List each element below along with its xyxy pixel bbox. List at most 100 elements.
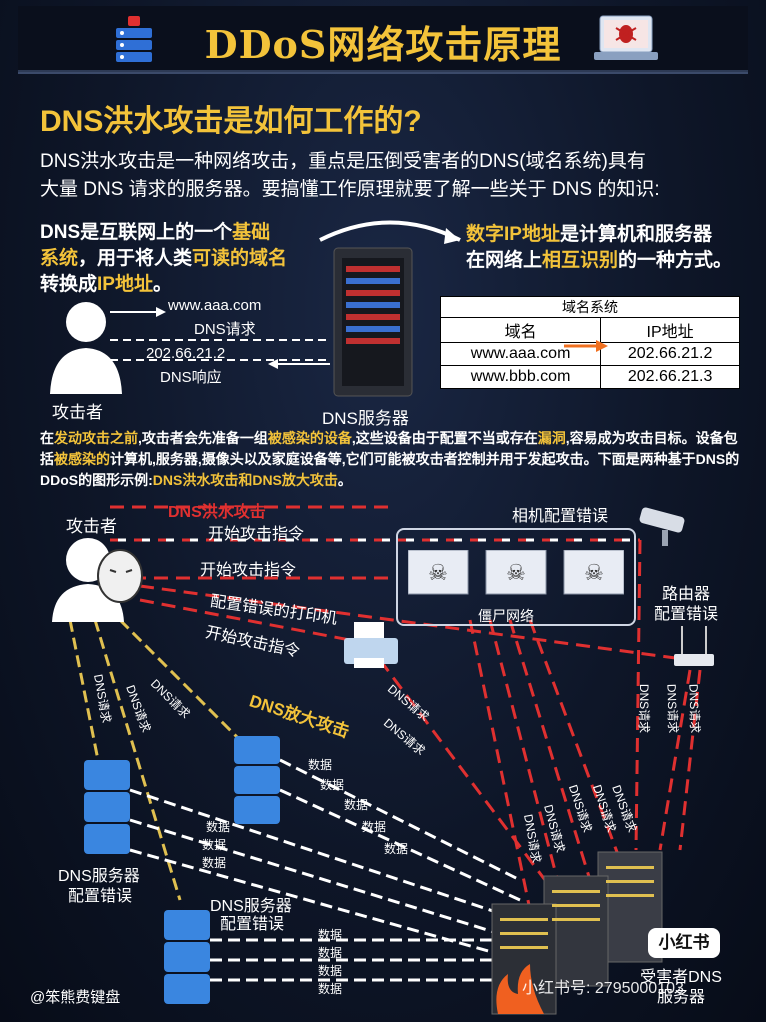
ip-highlight: 相互识别: [542, 250, 619, 271]
attacker-user-icon: [50, 302, 122, 394]
curved-arrow-icon: [319, 220, 461, 244]
account-watermark: 小红书号: 2795000103: [522, 980, 684, 997]
response-label: DNS响应: [160, 369, 222, 386]
def-highlight: 系统: [40, 248, 79, 269]
para-highlight: DNS洪水攻击和DNS放大攻击: [152, 472, 338, 488]
page-title: DDoS网络攻击原理: [204, 22, 562, 67]
request-label: DNS请求: [194, 321, 256, 338]
para-text: ,这些设备由于配置不当或存在: [351, 430, 538, 446]
dns-definition: DNS是互联网上的一个基础 系统，用于将人类可读的域名 转换成IP地址。: [40, 220, 320, 298]
para-text: 在: [40, 430, 54, 446]
infected-computers-icon: ☠ ☠ ☠: [408, 550, 624, 595]
ip-text: 是计算机和服务器: [559, 224, 712, 245]
router-label-2: 配置错误: [654, 606, 719, 623]
dns-request-label: DNS请求: [664, 683, 681, 734]
data-label: 数据: [318, 964, 343, 978]
intro-text: DNS洪水攻击是一种网络攻击，重点是压倒受害者的DNS(域名系统)具有 大量 D…: [40, 148, 730, 204]
attacker-label: 攻击者: [52, 403, 103, 422]
para-highlight: 被感染的: [54, 451, 110, 467]
para-highlight: 漏洞: [537, 430, 566, 446]
security-camera-icon: [639, 507, 685, 546]
botnet-box: ☠ ☠ ☠ 僵尸网络: [396, 528, 636, 626]
ip-definition: 数字IP地址是计算机和服务器 在网络上相互识别的一种方式。: [466, 222, 756, 274]
dns-server-cube-icon: [234, 736, 280, 824]
ip-text: 的一种方式。: [618, 250, 733, 271]
svg-text:☠: ☠: [506, 560, 526, 585]
camera-label: 相机配置错误: [512, 508, 609, 525]
server-stack-icon: [116, 16, 152, 62]
response-ip: 202.66.21.2: [146, 345, 226, 362]
data-label: 数据: [202, 856, 227, 870]
header-bar: DDoS网络攻击原理: [18, 6, 748, 72]
dns-request-label: DNS请求: [686, 683, 703, 734]
dns-server-label-2: 配置错误: [68, 888, 133, 905]
data-label: 数据: [384, 842, 409, 856]
router-icon: [674, 626, 714, 666]
para-text: ,容易成为攻击目标。设备包括: [40, 430, 738, 467]
laptop-bug-icon: [594, 15, 658, 60]
domain-cell: www.bbb.com: [439, 365, 602, 389]
def-text: 。: [152, 274, 172, 295]
botnet-label: 僵尸网络: [478, 608, 534, 624]
para-text: 计算机,服务器,摄像头以及家庭设备等,它们可能被攻击者控制并用于发起攻击。下面是…: [40, 451, 740, 488]
hacker-masks-icon: [52, 538, 143, 622]
def-highlight: IP地址: [97, 274, 153, 295]
diagram-attacker-label: 攻击者: [66, 517, 117, 536]
victim-label-2: 服务器: [656, 989, 705, 1006]
author-watermark: @笨熊费键盘: [30, 989, 121, 1006]
request-domain: www.aaa.com: [168, 297, 262, 314]
command-label-2: 开始攻击指令: [200, 562, 297, 579]
explanation-paragraph: 在发动攻击之前,攻击者会先准备一组被感染的设备,这些设备由于配置不当或存在漏洞,…: [40, 428, 740, 491]
data-label: 数据: [318, 982, 343, 996]
domain-cell: www.aaa.com: [439, 342, 602, 366]
data-label: 数据: [344, 798, 369, 812]
dns-server2-label-2: 配置错误: [220, 916, 285, 933]
dns-server-label: DNS服务器: [322, 409, 409, 428]
data-label: 数据: [320, 778, 345, 792]
router-label-1: 路由器: [662, 586, 711, 603]
dns-server-label-1: DNS服务器: [58, 868, 140, 885]
ip-highlight: 数字IP地址: [466, 224, 560, 245]
dns-request-label: DNS请求: [637, 683, 652, 734]
intro-line-2: 大量 DNS 请求的服务器。要搞懂工作原理就要了解一些关于 DNS 的知识:: [40, 179, 660, 200]
dns-server2-label-1: DNS服务器: [210, 898, 292, 915]
para-highlight: 被感染的设备: [267, 430, 352, 446]
section-heading: DNS洪水攻击是如何工作的?: [40, 105, 422, 138]
divider: [18, 72, 748, 74]
victim-servers-icon: [491, 851, 663, 1015]
table-header: IP地址: [600, 317, 740, 343]
intro-line-1: DNS洪水攻击是一种网络攻击，重点是压倒受害者的DNS(域名系统)具有: [40, 151, 646, 172]
ip-text: 在网络上: [466, 250, 543, 271]
dns-flow-lines: [110, 307, 330, 369]
dns-server-rack-icon: [333, 247, 413, 397]
ip-cell: 202.66.21.3: [600, 365, 740, 389]
data-label: 数据: [318, 928, 343, 942]
victim-label: 受害者DNS 服务器: [606, 968, 756, 1008]
platform-logo: 小红书: [648, 928, 720, 958]
mapping-arrow-icon: [564, 340, 608, 352]
def-text: 转换成: [40, 274, 98, 295]
data-label: 数据: [362, 820, 387, 834]
data-label: 数据: [318, 946, 343, 960]
def-text: ，用于将人类: [78, 248, 193, 269]
flood-label: DNS洪水攻击: [168, 504, 266, 521]
svg-text:☠: ☠: [428, 560, 448, 585]
dns-server-cube-icon: [164, 910, 210, 1004]
command-label-1: 开始攻击指令: [208, 526, 305, 543]
data-label: 数据: [308, 758, 333, 772]
printer-icon: [344, 622, 398, 668]
para-text: 。: [337, 472, 352, 488]
para-highlight: 发动攻击之前: [54, 430, 138, 446]
def-highlight: 基础: [232, 222, 271, 243]
def-text: DNS是互联网上的一个: [40, 222, 233, 243]
victim-label-1: 受害者DNS: [640, 969, 722, 986]
svg-text:☠: ☠: [584, 560, 604, 585]
para-text: ,攻击者会先准备一组: [138, 430, 268, 446]
dns-server-cube-icon: [84, 760, 130, 854]
def-highlight: 可读的域名: [192, 248, 288, 269]
